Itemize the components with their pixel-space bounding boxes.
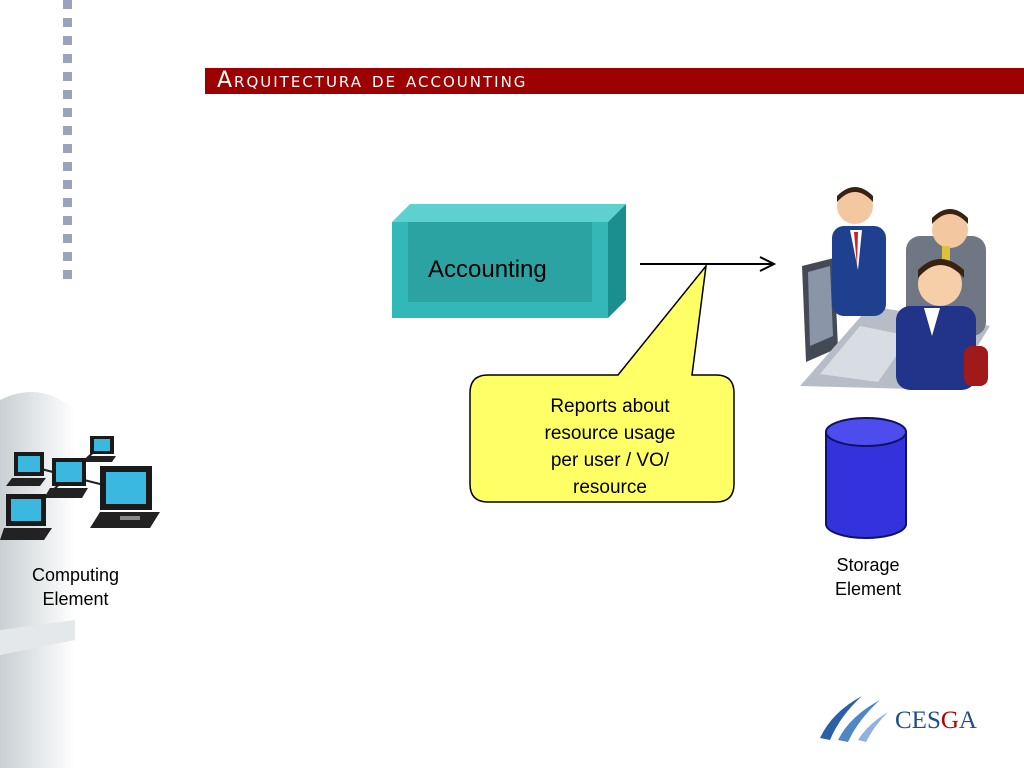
- computing-element-label: Computing Element: [18, 563, 133, 611]
- logo-text-part: A: [958, 707, 977, 734]
- callout-line: per user / VO/: [550, 450, 670, 471]
- logo-text-part: CES: [895, 707, 941, 734]
- accounting-box: [392, 204, 626, 318]
- computing-label-line: Element: [42, 589, 109, 609]
- accounting-label: Accounting: [428, 256, 547, 283]
- people-at-computer-icon: [800, 186, 1002, 390]
- storage-element-label: Storage Element: [818, 553, 918, 601]
- callout-line: resource usage: [544, 423, 676, 444]
- callout-text: Reports about resource usage per user / …: [510, 393, 710, 501]
- storage-label-line: Element: [834, 579, 902, 599]
- database-cylinder-icon: [825, 417, 907, 539]
- callout-line: resource: [573, 477, 647, 498]
- cesga-logo-icon: [820, 696, 888, 742]
- callout-line: Reports about: [550, 396, 670, 417]
- computer-network-icon: [0, 436, 160, 540]
- cesga-logo-text: CESGA: [895, 707, 977, 735]
- dotted-decoration: [63, 0, 75, 280]
- storage-label-line: Storage: [836, 555, 900, 575]
- logo-text-part: G: [940, 707, 959, 734]
- callout-bubble: [469, 263, 735, 503]
- computing-label-line: Computing: [31, 565, 120, 585]
- slide-title: Arquitectura de accounting: [205, 68, 1024, 94]
